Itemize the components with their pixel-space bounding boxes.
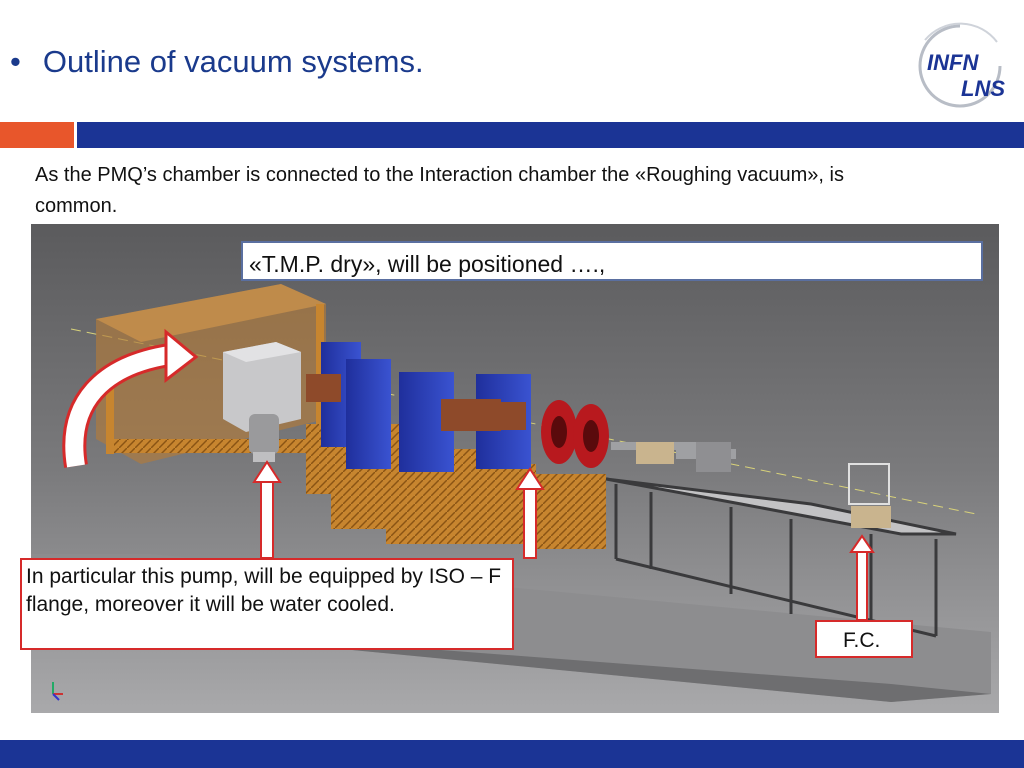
axis-triad	[52, 682, 63, 701]
curved-arrow-fill	[65, 345, 178, 468]
header-accent-orange	[0, 122, 74, 148]
logo-lns-text: LNS	[961, 76, 1005, 101]
pump-callout: In particular this pump, will be equippe…	[20, 558, 514, 650]
title-period: .	[415, 44, 424, 79]
intro-text: As the PMQ’s chamber is connected to the…	[35, 164, 844, 217]
fc-callout: F.C.	[815, 620, 913, 658]
pmq-magnets	[306, 342, 531, 472]
faraday-cup-assembly	[848, 463, 891, 528]
header-accent-blue	[77, 122, 1024, 148]
title-bullet: •	[10, 44, 21, 79]
slide-title: • Outline of vacuum systems.	[10, 44, 424, 80]
logo-infn-text: INFN	[927, 50, 979, 75]
tmp-callout: «T.M.P. dry», will be positioned ….,	[241, 241, 983, 281]
curved-arrow-head	[164, 328, 199, 384]
interaction-chamber	[223, 342, 301, 462]
steering-coils	[541, 400, 609, 468]
beamline-tube	[611, 442, 736, 472]
infn-lns-logo: INFN LNS	[918, 22, 1005, 108]
footer-bar	[0, 740, 1024, 768]
title-text: Outline of vacuum systems	[42, 44, 415, 79]
